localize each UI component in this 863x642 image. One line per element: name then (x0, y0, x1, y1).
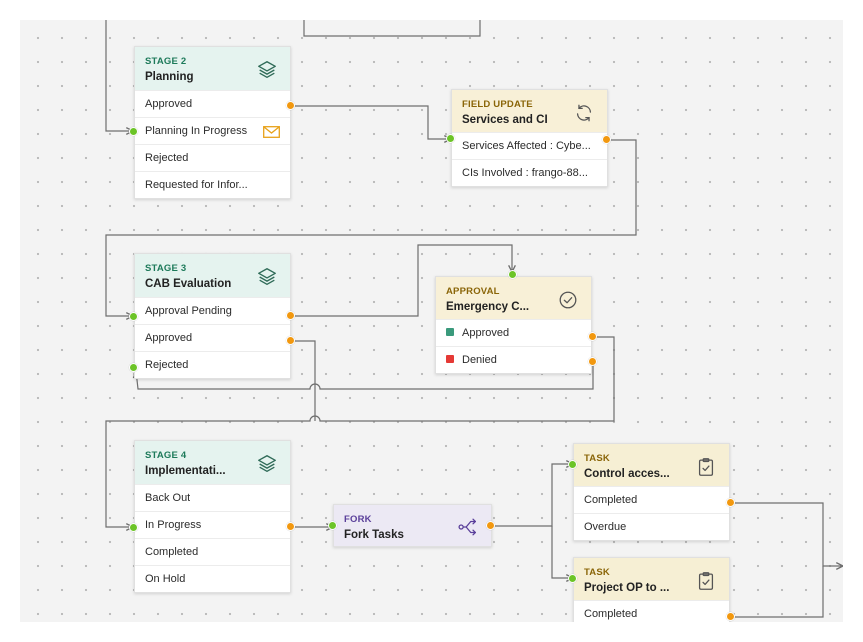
task2-node[interactable]: TASK Project OP to ... Completed (573, 557, 730, 627)
fork-input-port[interactable] (328, 521, 337, 530)
approval-header: APPROVAL Emergency C... (436, 277, 591, 319)
approval-input-port[interactable] (508, 270, 517, 279)
task1-completed-output-port[interactable] (726, 498, 735, 507)
frame-bottom (0, 622, 863, 642)
field-update-title: Services and CI (462, 114, 548, 126)
approval-approved-output-port[interactable] (588, 332, 597, 341)
task2-row-completed[interactable]: Completed (574, 600, 729, 627)
task1-kind: TASK (584, 453, 610, 464)
stage2-approved-output-port[interactable] (286, 101, 295, 110)
task1-node[interactable]: TASK Control acces... Completed Overdue (573, 443, 730, 541)
denied-status-square (446, 355, 454, 363)
field-update-row-services-affected[interactable]: Services Affected : Cybe... (452, 132, 607, 159)
stage4-row-in-progress[interactable]: In Progress (135, 511, 290, 538)
approval-kind: APPROVAL (446, 286, 500, 297)
layers-icon (258, 455, 276, 473)
stage2-row-planning-in-progress[interactable]: Planning In Progress (135, 117, 290, 144)
stage2-node[interactable]: STAGE 2 Planning Approved Planning In Pr… (134, 46, 291, 199)
stage3-node[interactable]: STAGE 3 CAB Evaluation Approval Pending … (134, 253, 291, 379)
stage3-approval-pending-output-port[interactable] (286, 311, 295, 320)
task1-header: TASK Control acces... (574, 444, 729, 486)
task1-input-port[interactable] (568, 460, 577, 469)
clipboard-check-icon (698, 458, 714, 476)
fork-header: FORK Fork Tasks (334, 505, 491, 548)
fork-node[interactable]: FORK Fork Tasks (333, 504, 492, 547)
mail-icon (263, 126, 280, 138)
stage4-kind: STAGE 4 (145, 450, 187, 461)
stage4-row-on-hold[interactable]: On Hold (135, 565, 290, 592)
stage3-input-port[interactable] (129, 312, 138, 321)
task1-row-overdue[interactable]: Overdue (574, 513, 729, 540)
stage2-row-approved[interactable]: Approved (135, 90, 290, 117)
refresh-icon (576, 104, 592, 122)
fork-output-port[interactable] (486, 521, 495, 530)
task2-title: Project OP to ... (584, 582, 670, 594)
stage3-row-approval-pending[interactable]: Approval Pending (135, 297, 290, 324)
field-update-row-cis-involved[interactable]: CIs Involved : frango-88... (452, 159, 607, 186)
stage3-title: CAB Evaluation (145, 278, 232, 290)
fork-kind: FORK (344, 514, 372, 525)
stage3-row-approved[interactable]: Approved (135, 324, 290, 351)
task2-kind: TASK (584, 567, 610, 578)
stage4-row-back-out[interactable]: Back Out (135, 484, 290, 511)
fork-icon (458, 518, 476, 536)
frame-left (0, 0, 20, 642)
approval-denied-output-port[interactable] (588, 357, 597, 366)
approval-node[interactable]: APPROVAL Emergency C... Approved Denied (435, 276, 592, 374)
stage3-rejected-input-port[interactable] (129, 363, 138, 372)
field-update-input-port[interactable] (446, 134, 455, 143)
layers-icon (258, 268, 276, 286)
approval-title: Emergency C... (446, 301, 530, 313)
stage2-header: STAGE 2 Planning (135, 47, 290, 90)
field-update-node[interactable]: FIELD UPDATE Services and CI Services Af… (451, 89, 608, 187)
stage4-node[interactable]: STAGE 4 Implementati... Back Out In Prog… (134, 440, 291, 593)
stage2-row-requested-for-info[interactable]: Requested for Infor... (135, 171, 290, 198)
task1-title: Control acces... (584, 468, 670, 480)
clipboard-check-icon (698, 572, 714, 590)
stage4-in-progress-output-port[interactable] (286, 522, 295, 531)
stage3-header: STAGE 3 CAB Evaluation (135, 254, 290, 297)
stage2-kind: STAGE 2 (145, 56, 187, 67)
layers-icon (258, 61, 276, 79)
stage3-kind: STAGE 3 (145, 263, 187, 274)
stage2-input-port[interactable] (129, 127, 138, 136)
approval-row-denied[interactable]: Denied (436, 346, 591, 373)
stage4-header: STAGE 4 Implementati... (135, 441, 290, 484)
frame-right (843, 0, 863, 642)
fork-title: Fork Tasks (344, 529, 404, 541)
stage4-row-completed[interactable]: Completed (135, 538, 290, 565)
stage2-title: Planning (145, 71, 194, 83)
field-update-output-port[interactable] (602, 135, 611, 144)
approval-row-approved[interactable]: Approved (436, 319, 591, 346)
stage3-row-rejected[interactable]: Rejected (135, 351, 290, 378)
frame-top (0, 0, 863, 20)
task2-input-port[interactable] (568, 574, 577, 583)
field-update-header: FIELD UPDATE Services and CI (452, 90, 607, 132)
stage4-input-port[interactable] (129, 523, 138, 532)
check-circle-icon (559, 291, 577, 309)
task2-completed-output-port[interactable] (726, 612, 735, 621)
stage2-row-rejected[interactable]: Rejected (135, 144, 290, 171)
field-update-kind: FIELD UPDATE (462, 99, 533, 110)
stage4-title: Implementati... (145, 465, 226, 477)
approved-status-square (446, 328, 454, 336)
task2-header: TASK Project OP to ... (574, 558, 729, 600)
task1-row-completed[interactable]: Completed (574, 486, 729, 513)
stage3-approved-output-port[interactable] (286, 336, 295, 345)
